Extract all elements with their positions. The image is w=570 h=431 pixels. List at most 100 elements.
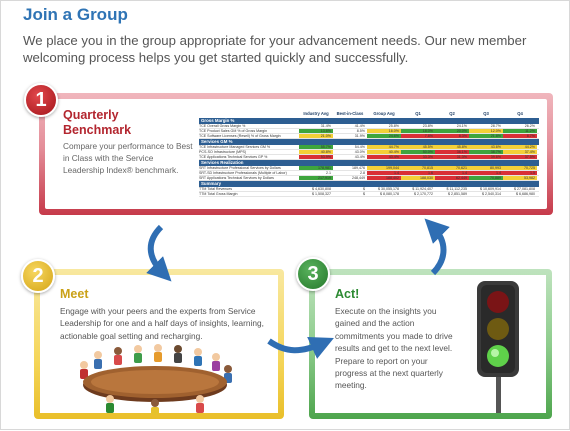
- benchmark-cell: 41.4%: [354, 124, 365, 128]
- benchmark-row: SRT Applications Technical Services by D…: [199, 176, 539, 181]
- benchmark-cell: $ 8,080,178: [380, 192, 399, 196]
- benchmark-cell: $ 11,112,235: [446, 187, 467, 191]
- benchmark-cell: 50.0%: [401, 150, 435, 154]
- benchmark-column-header: Industry Avg: [303, 111, 329, 116]
- benchmark-section-header: Summary: [199, 181, 539, 187]
- benchmark-cell: 11.2%: [503, 129, 537, 133]
- benchmark-cell: 21.0%: [299, 134, 333, 138]
- benchmark-cell: 248,449: [352, 176, 365, 180]
- benchmark-cell: 31.4%: [320, 124, 331, 128]
- benchmark-row-label: SRT Applications Technical Services by D…: [199, 176, 274, 180]
- benchmark-section-header: Services GM %: [199, 139, 539, 145]
- benchmark-cell: $ 30,055,178: [378, 187, 399, 191]
- benchmark-cell: 1.4: [367, 171, 401, 175]
- benchmark-cell: 12.0%: [469, 129, 503, 133]
- step-2-panel-body: Meet Engage with your peers and the expe…: [40, 275, 278, 415]
- benchmark-column-header: Q4: [517, 111, 523, 116]
- step-1-quarterly-benchmark-panel: Quarterly Benchmark Compare your perform…: [39, 93, 553, 215]
- benchmark-cell: 43.6%: [469, 145, 503, 149]
- benchmark-cell: 1.4: [469, 171, 503, 175]
- benchmark-row: TCE Product Sales GM % of Gross Margin 13…: [199, 129, 539, 134]
- benchmark-cell: 80,993: [469, 166, 503, 170]
- benchmark-cell: 16.0%: [367, 129, 401, 133]
- benchmark-cell: 54.4%: [354, 145, 365, 149]
- benchmark-cell: 1.4: [435, 171, 469, 175]
- benchmark-cell: 23.8%: [422, 124, 433, 128]
- benchmark-cell: 2.1: [326, 171, 331, 175]
- benchmark-cell: 43.4%: [367, 155, 401, 159]
- benchmark-row: TCE Software Licenses (Resell) % of Gros…: [199, 134, 539, 139]
- step-2-heading: Meet: [60, 287, 89, 301]
- benchmark-cell: 40.8%: [299, 150, 333, 154]
- benchmark-cell: 26.2%: [524, 124, 535, 128]
- benchmark-cell: 44.2%: [503, 145, 537, 149]
- benchmark-section-header: Gross Margin %: [199, 118, 539, 124]
- benchmark-row-label: SRT Infrastructure Professional Services…: [199, 166, 281, 170]
- step-3-heading: Act!: [335, 287, 360, 301]
- benchmark-cell: 36.1%: [435, 150, 469, 154]
- benchmark-cell: 45.8%: [435, 145, 469, 149]
- benchmark-cell: 189,476: [352, 166, 365, 170]
- benchmark-row: SRT-SD Infrastructure Professionals (Mul…: [199, 171, 539, 176]
- benchmark-row: TCE Applications Technical Services GP %…: [199, 155, 539, 160]
- meeting-table-illustration: [80, 344, 232, 415]
- step-1-description: Compare your performance to Best in Clas…: [63, 141, 193, 175]
- step-2-meet-panel: Meet Engage with your peers and the expe…: [34, 269, 284, 419]
- benchmark-cell: $ 10,609,914: [480, 187, 501, 191]
- benchmark-cell: 25.8%: [388, 124, 399, 128]
- step-3-panel-body: Act! Execute on the insights you gained …: [315, 275, 546, 413]
- meeting-people-front-icon: [106, 395, 204, 415]
- benchmark-cell: 70,621: [435, 166, 469, 170]
- benchmark-row: PCS-SO Infrastructure (MPS)40.8%43.0%40.…: [199, 150, 539, 155]
- step-2-description: Engage with your peers and the experts f…: [60, 306, 264, 341]
- benchmark-cell: 8.7%: [503, 134, 537, 138]
- benchmark-cell: 2.8: [360, 171, 365, 175]
- benchmark-cell: 31.3%: [435, 155, 469, 159]
- step-3-number-badge: 3: [296, 257, 330, 291]
- benchmark-row: TCE Infrastructure Managed Services GM %…: [199, 145, 539, 150]
- benchmark-cell: 38.7%: [469, 150, 503, 154]
- benchmark-row-label: TCE Software Licenses (Resell) % of Gros…: [199, 134, 281, 138]
- benchmark-cell: $ 4,630,808: [312, 187, 331, 191]
- benchmark-cell: 217,919: [299, 176, 333, 180]
- traffic-light-icon: [477, 281, 519, 413]
- benchmark-cell: 70,889: [469, 176, 503, 180]
- meeting-people-icon: [80, 344, 232, 383]
- step-1-heading-line1: Quarterly: [63, 108, 119, 122]
- benchmark-cell: 188,402: [367, 176, 401, 180]
- benchmark-row-label: TTM Total Revenues: [199, 187, 233, 191]
- benchmark-cell: 62,449: [435, 176, 469, 180]
- step-3-description: Execute on the insights you gained and t…: [335, 306, 453, 391]
- benchmark-cell: 199,044: [367, 166, 401, 170]
- benchmark-column-header: Q1: [415, 111, 421, 116]
- benchmark-column-header: Q2: [449, 111, 455, 116]
- benchmark-cell: 24.1%: [456, 124, 467, 128]
- step-1-number-badge: 1: [24, 83, 58, 117]
- benchmark-cell: $ 27,081,808: [514, 187, 535, 191]
- benchmark-cell: 43.0%: [354, 150, 365, 154]
- benchmark-cell: 1.6: [401, 171, 435, 175]
- step-3-act-panel: Act! Execute on the insights you gained …: [309, 269, 552, 419]
- benchmark-row-label: SRT-SD Infrastructure Professionals (Mul…: [199, 171, 287, 175]
- benchmark-cell: $ 2,540,314: [482, 192, 501, 196]
- benchmark-cell: 13.6%: [299, 129, 333, 133]
- benchmark-row-label: PCS-SO Infrastructure (MPS): [199, 150, 247, 154]
- benchmark-cell: 28.7%: [490, 124, 501, 128]
- benchmark-cell: 8.5%: [356, 129, 365, 133]
- benchmark-cell: 18.0%: [401, 129, 435, 133]
- benchmark-cell: 188,030: [401, 176, 435, 180]
- benchmark-cell: $ 1,508,327: [312, 192, 331, 196]
- benchmark-cell: $: [363, 187, 365, 191]
- benchmark-row-label: TCE Product Sales GM % of Gross Margin: [199, 129, 268, 133]
- step-2-number-badge: 2: [21, 259, 55, 293]
- benchmark-cell: $: [363, 192, 365, 196]
- benchmark-row: SRT Infrastructure Professional Services…: [199, 166, 539, 171]
- benchmark-cell: 43.4%: [354, 155, 365, 159]
- benchmark-cell: 39.6%: [469, 155, 503, 159]
- benchmark-cell: $ 11,924,407: [412, 187, 433, 191]
- benchmark-row-label: TCE Infrastructure Managed Services GM %: [199, 145, 271, 149]
- benchmark-cell: $ 2,851,589: [448, 192, 467, 196]
